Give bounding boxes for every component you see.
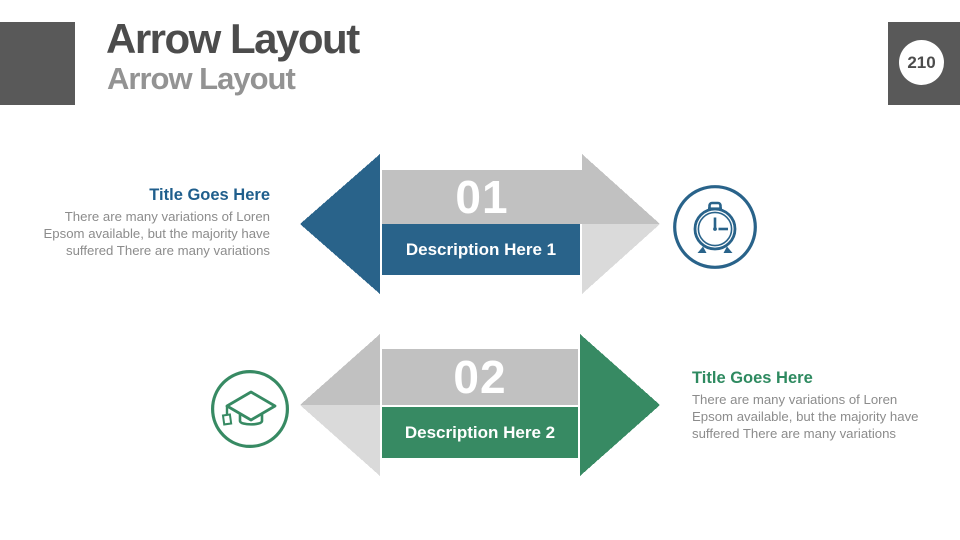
- header-accent-block: [0, 22, 75, 105]
- step-description-1: Description Here 1: [405, 240, 557, 259]
- description-band-blue: [382, 224, 580, 275]
- arrow-graphic-item2: [300, 334, 660, 476]
- side-body-2: There are many variations of Loren Epsom…: [692, 392, 919, 441]
- page-number-badge: 210: [888, 22, 960, 105]
- number-band-gray: [382, 349, 578, 405]
- left-arrowhead-lower-lightgray: [300, 405, 380, 476]
- side-text-item1: Title Goes Here There are many variation…: [30, 185, 270, 259]
- left-arrowhead-blue: [300, 154, 380, 294]
- alarm-clock-icon: [673, 185, 757, 269]
- right-arrowhead-green: [580, 334, 660, 476]
- side-title-1: Title Goes Here: [149, 186, 270, 204]
- side-text-item2: Title Goes Here There are many variation…: [692, 368, 932, 442]
- page-number-circle: 210: [899, 40, 944, 85]
- right-arrowhead-lower-lightgray: [582, 224, 660, 294]
- number-band-gray: [382, 170, 582, 224]
- step-number-1: 01: [455, 171, 509, 223]
- page-title: Arrow Layout: [106, 15, 360, 62]
- side-body-1: There are many variations of Loren Epsom…: [43, 209, 270, 258]
- side-title-2: Title Goes Here: [692, 369, 813, 387]
- page-number: 210: [907, 52, 936, 72]
- arrow-graphic-item1: [300, 154, 660, 294]
- step-description-2: Description Here 2: [404, 423, 556, 442]
- description-band-green: [382, 407, 578, 458]
- left-arrowhead-upper-gray: [300, 334, 380, 405]
- step-number-2: 02: [453, 351, 507, 403]
- page-subtitle: Arrow Layout: [107, 61, 296, 96]
- graduation-cap-icon: [210, 369, 290, 449]
- right-arrowhead-upper-gray: [582, 154, 660, 224]
